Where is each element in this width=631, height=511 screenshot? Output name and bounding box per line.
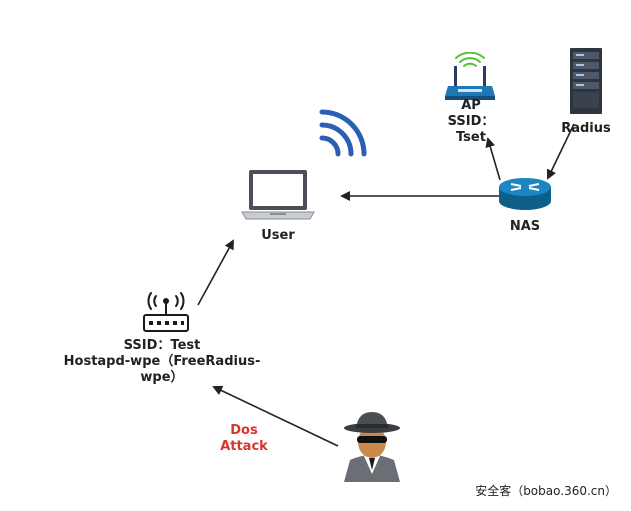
arrow-nas-to-ap xyxy=(485,137,501,181)
dos-attack-label-line-1: Dos xyxy=(230,423,258,438)
access-point-icon xyxy=(445,52,495,100)
dos-attack-label: Dos Attack xyxy=(214,423,274,455)
ap-label: AP SSID： Tset xyxy=(436,98,506,146)
rogue-ap-label-line-2: Hostapd-wpe（FreeRadius- xyxy=(63,354,261,369)
arrow-radius-to-nas xyxy=(546,123,575,180)
rogue-ap-icon xyxy=(143,292,189,332)
user-label: User xyxy=(261,228,295,243)
radius-label: Radius xyxy=(561,121,611,136)
laptop-icon xyxy=(241,170,315,220)
arrow-rogue-to-user xyxy=(197,239,234,306)
arrow-attacker-to-rogue xyxy=(212,385,339,447)
rogue-ap-label: SSID：Test Hostapd-wpe（FreeRadius- wpe） xyxy=(62,338,262,386)
server-icon xyxy=(570,48,602,114)
router-icon xyxy=(499,178,551,210)
rogue-ap-label-line-1: SSID：Test xyxy=(123,338,201,353)
wifi-signal-icon xyxy=(319,109,367,157)
hacker-icon xyxy=(344,412,400,482)
watermark: 安全客（bobao.360.cn） xyxy=(475,484,617,498)
nas-label: NAS xyxy=(509,219,541,234)
ap-label-line-2: SSID： xyxy=(447,114,495,129)
dos-attack-label-line-2: Attack xyxy=(220,439,268,454)
ap-label-line-1: AP xyxy=(461,98,481,113)
rogue-ap-label-line-3: wpe） xyxy=(140,370,184,385)
ap-label-line-3: Tset xyxy=(456,130,486,145)
